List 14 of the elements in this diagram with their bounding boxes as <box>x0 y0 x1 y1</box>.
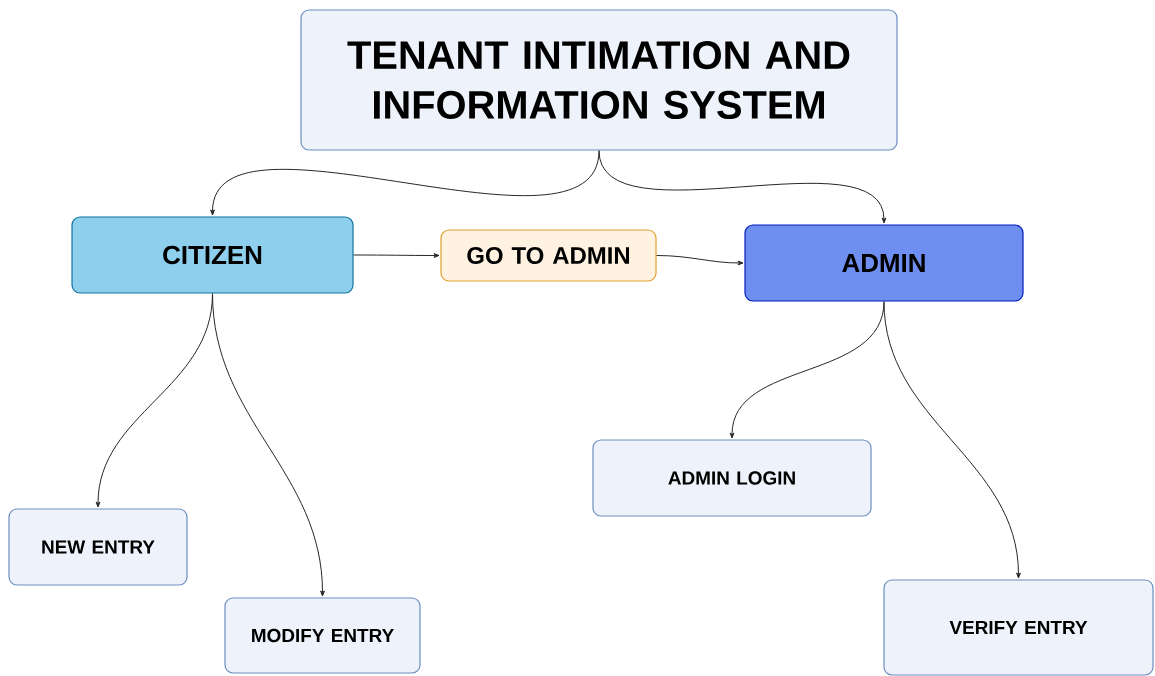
arrow <box>210 150 600 216</box>
process-box: ADMIN LOGIN <box>592 439 872 517</box>
process-box: ADMIN <box>744 224 1024 302</box>
process-box: CITIZEN <box>71 216 354 294</box>
arrow <box>656 255 744 266</box>
process-box: VERIFY ENTRY <box>883 579 1154 676</box>
arrow <box>353 253 440 258</box>
title-box: TENANT INTIMATION AND INFORMATION SYSTEM <box>300 9 898 151</box>
process-box: NEW ENTRY <box>8 508 188 586</box>
process-box: GO TO ADMIN <box>440 229 657 282</box>
arrow <box>598 150 887 224</box>
arrow <box>212 293 325 597</box>
process-box: MODIFY ENTRY <box>224 597 421 674</box>
arrow <box>883 301 1021 579</box>
